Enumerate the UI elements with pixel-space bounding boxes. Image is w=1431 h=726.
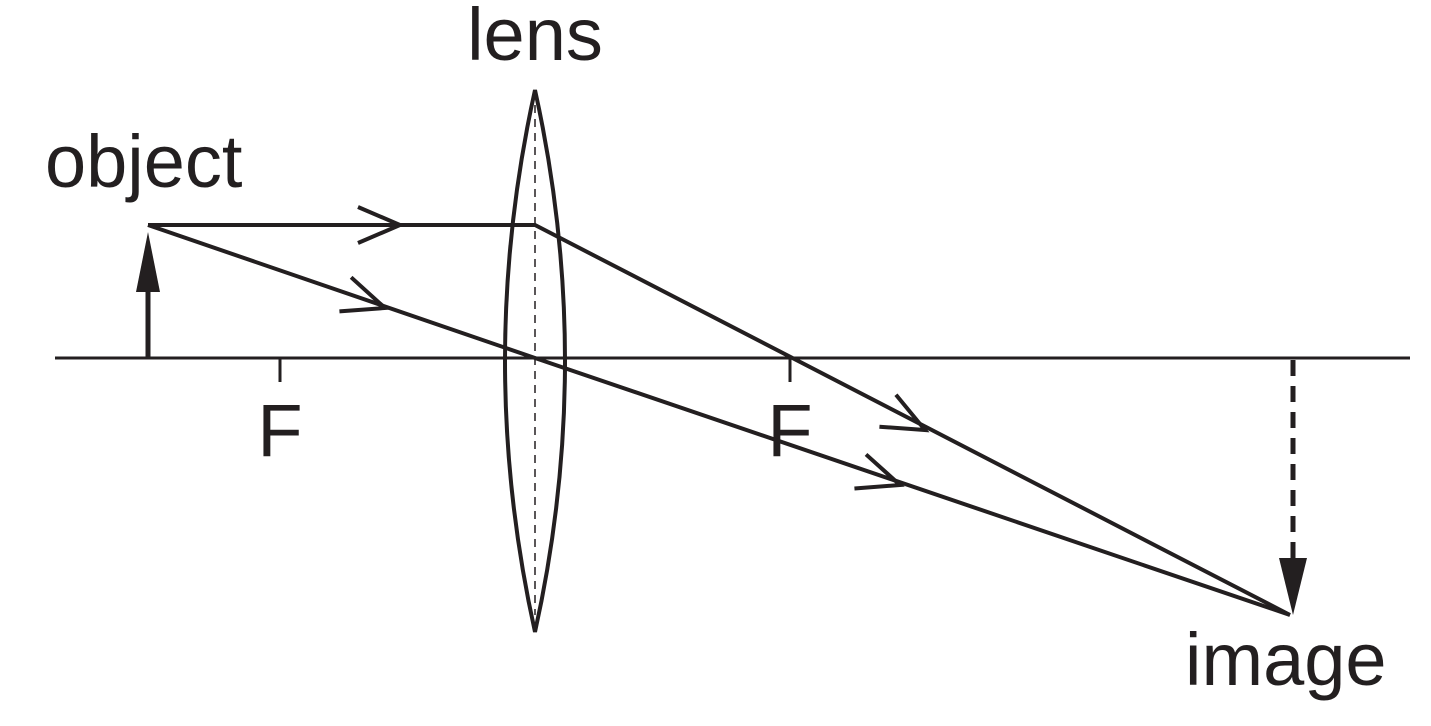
convex-lens [503,89,567,633]
image-arrowhead [1279,558,1307,615]
focal-label-right: F [767,389,812,472]
focal-label-left: F [257,389,302,472]
ray-direction-chevron [339,275,390,314]
ray-direction-chevron [357,205,406,245]
ray-through-center [147,223,1291,617]
ray-direction-chevron [879,393,930,433]
object-arrowhead [136,232,160,292]
object-label: object [45,120,243,203]
ray-parallel [148,223,1291,617]
lens-label: lens [467,0,603,76]
image-label: image [1185,618,1387,701]
ray-direction-chevron [854,452,905,491]
